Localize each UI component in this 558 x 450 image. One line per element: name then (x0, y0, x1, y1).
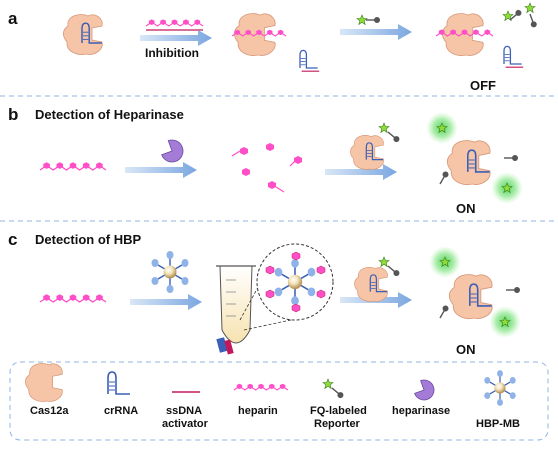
cleaved-quencher (503, 154, 519, 162)
panel-a-letter: a (8, 9, 18, 28)
legend-label-activator: activator (162, 418, 209, 430)
inhibited-complex (231, 13, 287, 56)
legend-label-reporter: Reporter (314, 418, 361, 430)
heparin-chain-b (39, 161, 107, 171)
panel-b-title: Detection of Heparinase (35, 107, 184, 122)
activated-cas12a-c (448, 274, 493, 319)
cleaved-quencher-4 (436, 303, 451, 321)
uncleaved-reporters (502, 2, 539, 29)
on-state-label-c: ON (456, 342, 476, 357)
on-state-label-b: ON (456, 201, 476, 216)
panel-b-letter: b (8, 105, 18, 124)
legend-label-fq: FQ-labeled (310, 405, 367, 417)
panel-c-letter: c (8, 230, 17, 249)
heparin-chain-c (39, 293, 107, 303)
bound-heparin (265, 251, 326, 313)
tube (216, 265, 256, 355)
legend: Cas12a crRNA ssDNA activator heparin FQ-… (9, 361, 549, 441)
legend-label-cas12a: Cas12a (30, 405, 69, 417)
off-complex (435, 13, 494, 56)
legend-label-crrna: crRNA (104, 405, 138, 417)
legend-label-heparinase: heparinase (392, 405, 450, 417)
cas12a-complex-c (354, 267, 388, 302)
panel-a: a Inhibition (8, 2, 539, 93)
inhibition-label: Inhibition (145, 46, 199, 60)
off-state-label: OFF (470, 78, 496, 93)
panel-b: b Detection of Heparinase (8, 105, 523, 216)
reporter-arrow (340, 14, 412, 40)
cas12a-crrna-complex (62, 14, 103, 55)
legend-box (9, 361, 549, 441)
panel-c: c Detection of HBP (8, 230, 521, 357)
activated-cas12a-b (446, 140, 491, 185)
legend-heparinase-icon (414, 379, 435, 401)
heparinase-arrow (125, 162, 197, 178)
incubation-arrow (130, 294, 202, 310)
legend-label-heparin: heparin (238, 405, 278, 417)
zoom-line-2 (243, 317, 301, 331)
free-crrna-ssdna (299, 49, 320, 72)
panel-c-title: Detection of HBP (35, 232, 142, 247)
cas12a-complex-b (350, 135, 384, 170)
cleaved-quencher-2 (436, 169, 451, 187)
inhibition-arrow (140, 30, 212, 46)
heparinase-icon (161, 139, 184, 163)
free-crrna-ssdna-2 (503, 45, 524, 68)
cleaved-quencher-3 (505, 286, 521, 294)
zoom-line (239, 279, 263, 321)
legend-label-hbp-mb: HBP-MB (476, 418, 520, 430)
heparin-fragments (231, 143, 302, 193)
heparin-chain (145, 18, 204, 31)
legend-label-ssdna: ssDNA (166, 405, 202, 417)
hbp-mb-bead (150, 250, 190, 294)
